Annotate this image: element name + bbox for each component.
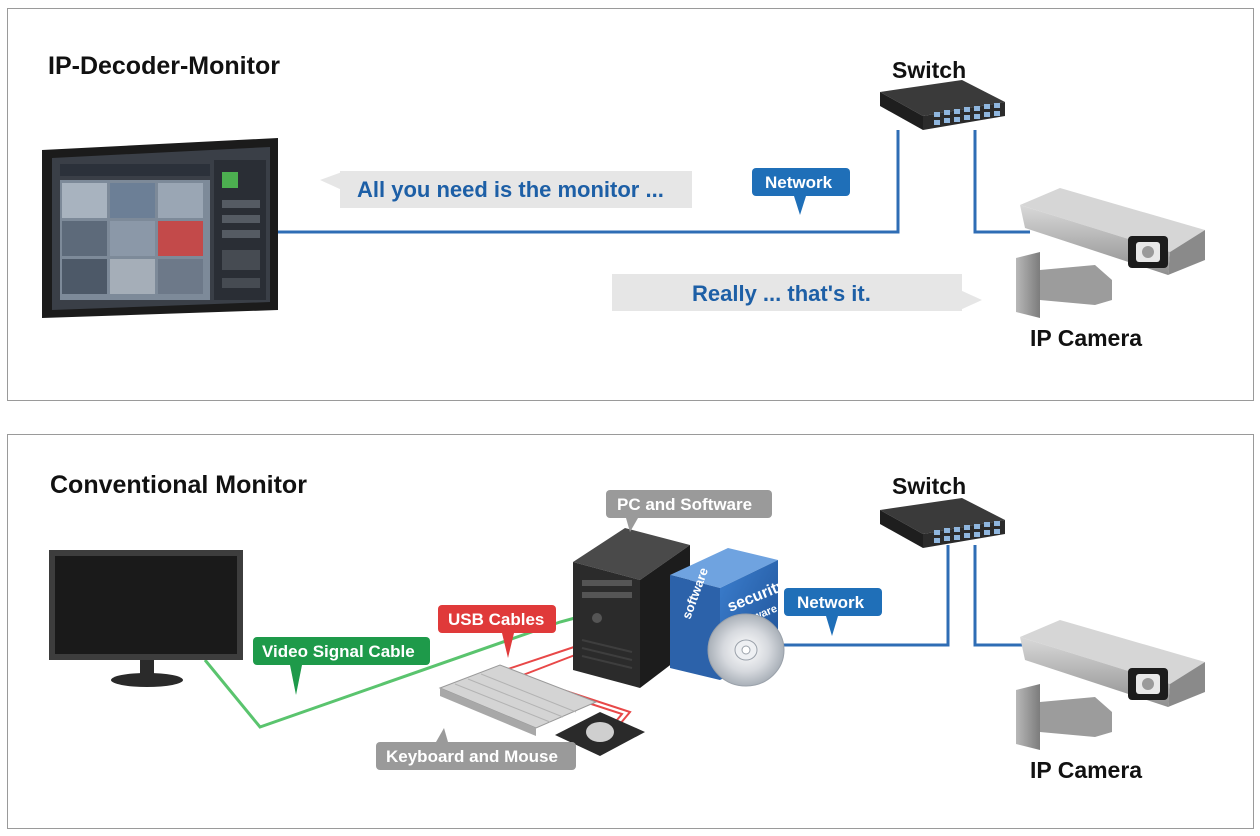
top-ip-camera-icon (1016, 188, 1205, 318)
bottom-network-lines (780, 545, 1030, 647)
video-signal-cable-tag: Video Signal Cable (253, 637, 430, 695)
top-switch-icon (880, 80, 1005, 130)
bottom-switch-to-camera-line (973, 545, 1030, 647)
bottom-panel-title: Conventional Monitor (50, 471, 307, 499)
bottom-ip-camera-icon (1016, 620, 1205, 750)
keyboard-icon (438, 664, 598, 736)
bottom-switch-label: Switch (892, 473, 967, 499)
ip-decoder-monitor-icon (42, 138, 278, 318)
bubble-1-text: All you need is the monitor ... (357, 177, 664, 202)
pc-to-switch-line (780, 545, 950, 647)
video-signal-cable-line (203, 616, 576, 729)
bubble-really: Really ... that's it. (612, 274, 982, 311)
pc-software-tag: PC and Software (606, 490, 772, 532)
top-switch-label: Switch (892, 57, 967, 83)
conventional-monitor-icon (49, 550, 243, 687)
top-network-tag-text: Network (765, 173, 833, 192)
video-signal-cable-tag-text: Video Signal Cable (262, 642, 415, 661)
bottom-camera-label: IP Camera (1030, 757, 1143, 783)
switch-to-camera-line (973, 130, 1030, 234)
mouse-icon (555, 712, 645, 756)
bubble-2-text: Really ... that's it. (692, 281, 871, 306)
keyboard-mouse-tag: Keyboard and Mouse (376, 728, 576, 770)
usb-cables-tag: USB Cables (438, 605, 556, 658)
bottom-network-tag-text: Network (797, 593, 865, 612)
bottom-switch-icon (880, 498, 1005, 548)
usb-cables-tag-text: USB Cables (448, 610, 544, 629)
top-panel-title: IP-Decoder-Monitor (48, 52, 280, 80)
top-camera-label: IP Camera (1030, 325, 1143, 351)
pc-software-tag-text: PC and Software (617, 495, 752, 514)
bubble-all-you-need: All you need is the monitor ... (320, 171, 692, 208)
monitor-to-switch-line (272, 130, 900, 234)
keyboard-mouse-tag-text: Keyboard and Mouse (386, 747, 558, 766)
top-network-lines (272, 130, 1030, 234)
bottom-network-tag: Network (784, 588, 882, 636)
cd-icon (707, 613, 785, 687)
top-network-tag: Network (752, 168, 850, 215)
